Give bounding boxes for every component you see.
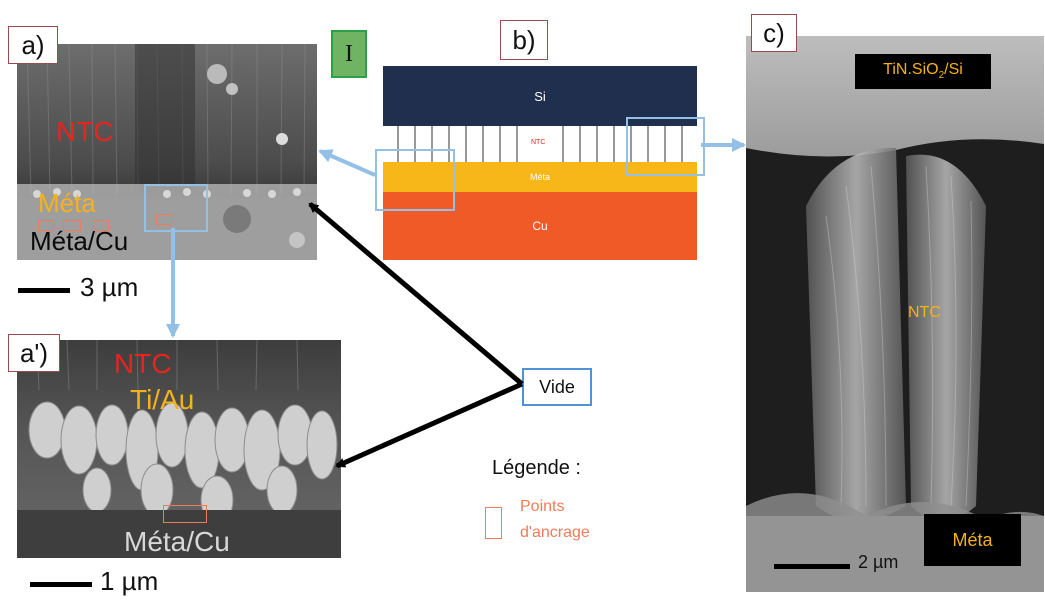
- zoom-box-a: [144, 184, 208, 232]
- label-ntc-a: NTC: [56, 116, 114, 147]
- anchor-box-a2: [163, 505, 207, 523]
- layer-meta: Méta: [383, 162, 697, 192]
- label-meta-a: Méta: [38, 188, 96, 218]
- sem-image-a2: [17, 340, 341, 558]
- scalebar-a2: [30, 582, 92, 587]
- sem-image-c: [746, 36, 1044, 592]
- zoom-box-b-left: [375, 149, 455, 211]
- anchor-box-a-1: [38, 220, 54, 231]
- layer-meta-label: Méta: [529, 172, 550, 182]
- arrow-vide-to-a2: [335, 381, 524, 469]
- vide-label: Vide: [539, 376, 575, 397]
- scale-text-c: 2 µm: [858, 552, 899, 572]
- label-meta-c: Méta: [952, 529, 993, 550]
- label-tiau-a2: Ti/Au: [130, 384, 195, 415]
- anchor-box-a-3: [93, 220, 109, 231]
- substrate-label: TiN.SiO2/Si: [883, 61, 963, 82]
- meta-label-box-c: Méta: [924, 514, 1021, 566]
- legend-item-line1: Points: [520, 498, 565, 515]
- legend-title: Légende :: [492, 457, 581, 479]
- anchor-box-a-4: [156, 214, 172, 225]
- scale-text-a: 3 µm: [80, 272, 139, 302]
- zoom-box-b-right: [626, 117, 705, 176]
- panel-a-label: a): [8, 26, 58, 64]
- substrate-label-box: TiN.SiO2/Si: [855, 54, 991, 89]
- arrow-b-to-a: [318, 149, 376, 177]
- legend-item-line2: d'ancrage: [520, 524, 590, 541]
- vide-box: Vide: [522, 368, 592, 406]
- panel-b-label: b): [500, 20, 548, 60]
- label-ntc-a2: NTC: [114, 348, 172, 379]
- scalebar-a: [18, 288, 70, 293]
- sem-image-a: [17, 44, 317, 260]
- roman-badge: I: [331, 30, 367, 78]
- layer-ntc-label: NTC: [531, 139, 546, 146]
- scale-text-a2: 1 µm: [100, 566, 159, 596]
- anchor-box-a-2: [63, 220, 81, 231]
- label-metacu-a: Méta/Cu: [30, 226, 129, 256]
- label-metacu-a2: Méta/Cu: [124, 526, 230, 557]
- panel-a2-label: a'): [8, 334, 60, 372]
- scalebar-c: [774, 564, 850, 569]
- layer-si-label: Si: [534, 88, 546, 104]
- panel-c-label: c): [751, 14, 797, 52]
- layer-cu-label: Cu: [532, 219, 548, 233]
- label-ntc-c: NTC: [908, 304, 941, 321]
- layer-si: Si: [383, 66, 697, 126]
- roman-badge-text: I: [345, 40, 353, 67]
- legend-anchor-swatch: [485, 507, 502, 539]
